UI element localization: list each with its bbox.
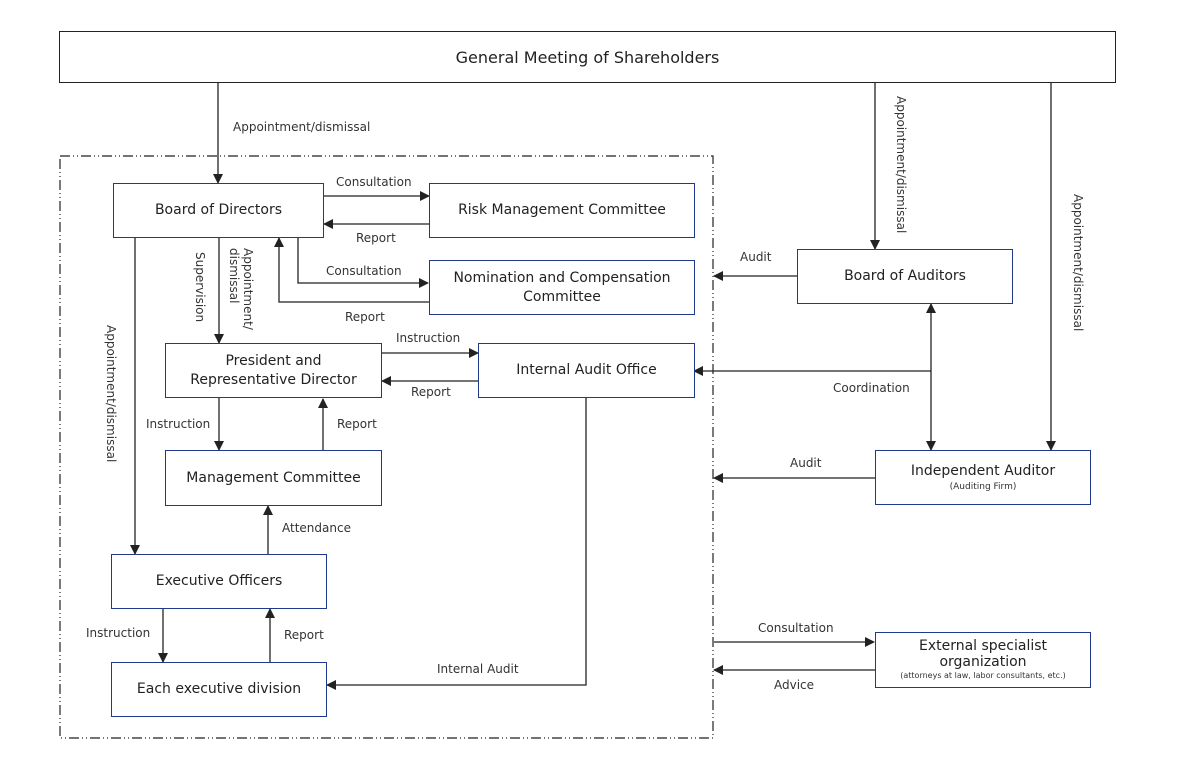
label-bod-nom-consultation: Consultation <box>326 264 402 278</box>
board-of-auditors-label: Board of Auditors <box>844 268 966 284</box>
nomination-label-line2: Committee <box>523 288 601 305</box>
label-exec-div-instruction: Instruction <box>86 626 151 640</box>
label-ext-consultation: Consultation <box>758 621 834 635</box>
label-gm-to-bod: Appointment/dismissal <box>233 120 371 134</box>
management-committee-box: Management Committee <box>165 450 382 506</box>
executive-officers-label: Executive Officers <box>155 573 283 589</box>
each-division-box: Each executive division <box>111 662 327 717</box>
label-pres-mc-instruction: Instruction <box>146 417 211 431</box>
external-label-line1: External specialist <box>918 638 1048 654</box>
label-boa-audit: Audit <box>740 250 772 264</box>
arrow-nom-bod-report <box>274 237 430 303</box>
external-sublabel: (attorneys at law, labor consultants, et… <box>900 671 1066 680</box>
company-boundary <box>59 155 714 739</box>
independent-auditor-sublabel: (Auditing Firm) <box>949 482 1017 492</box>
label-bod-exec-appoint: Appointment/dismissal <box>104 325 118 463</box>
label-coordination: Coordination <box>833 381 910 395</box>
executive-officers-box: Executive Officers <box>111 554 327 609</box>
label-pres-iao-instruction: Instruction <box>396 331 461 345</box>
label-appoint-pres-line1: Appointment/ <box>241 248 255 330</box>
board-of-directors-box: Board of Directors <box>113 183 324 238</box>
label-bod-risk-consultation: Consultation <box>336 175 412 189</box>
label-mc-pres-report: Report <box>337 417 377 431</box>
label-nom-bod-report: Report <box>345 310 385 324</box>
risk-management-label: Risk Management Committee <box>458 202 666 218</box>
label-ext-advice: Advice <box>774 678 815 692</box>
independent-auditor-label: Independent Auditor <box>910 463 1056 479</box>
internal-audit-office-label: Internal Audit Office <box>516 362 657 378</box>
president-label-line1: President and <box>225 352 322 369</box>
president-label-line2: Representative Director <box>190 371 357 388</box>
each-division-label: Each executive division <box>136 681 302 697</box>
management-committee-label: Management Committee <box>186 469 361 486</box>
arrow-bod-nom-consultation <box>297 237 429 288</box>
label-ia-audit: Audit <box>790 456 822 470</box>
board-of-directors-label: Board of Directors <box>154 202 283 218</box>
risk-management-box: Risk Management Committee <box>429 183 695 238</box>
president-box: President and Representative Director <box>165 343 382 398</box>
external-specialist-box: External specialist organization (attorn… <box>875 632 1091 688</box>
external-label-line2: organization <box>939 654 1027 670</box>
label-gm-boa-appoint: Appointment/dismissal <box>894 96 908 234</box>
label-appoint-pres-line2: dismissal <box>227 248 241 304</box>
arrow-iao-internal-audit <box>326 398 587 690</box>
board-of-auditors-box: Board of Auditors <box>797 249 1013 304</box>
independent-auditor-box: Independent Auditor (Auditing Firm) <box>875 450 1091 505</box>
general-meeting-label: General Meeting of Shareholders <box>455 47 720 67</box>
label-iao-pres-report: Report <box>411 385 451 399</box>
nomination-compensation-box: Nomination and Compensation Committee <box>429 260 695 315</box>
label-gm-ia-appoint: Appointment/dismissal <box>1071 194 1085 332</box>
general-meeting-box: General Meeting of Shareholders <box>59 31 1116 83</box>
label-risk-bod-report: Report <box>356 231 396 245</box>
label-internal-audit: Internal Audit <box>437 662 519 676</box>
label-div-exec-report: Report <box>284 628 324 642</box>
label-supervision: Supervision <box>193 252 207 323</box>
label-attendance: Attendance <box>282 521 351 535</box>
nomination-label-line1: Nomination and Compensation <box>453 269 671 286</box>
internal-audit-office-box: Internal Audit Office <box>478 343 695 398</box>
